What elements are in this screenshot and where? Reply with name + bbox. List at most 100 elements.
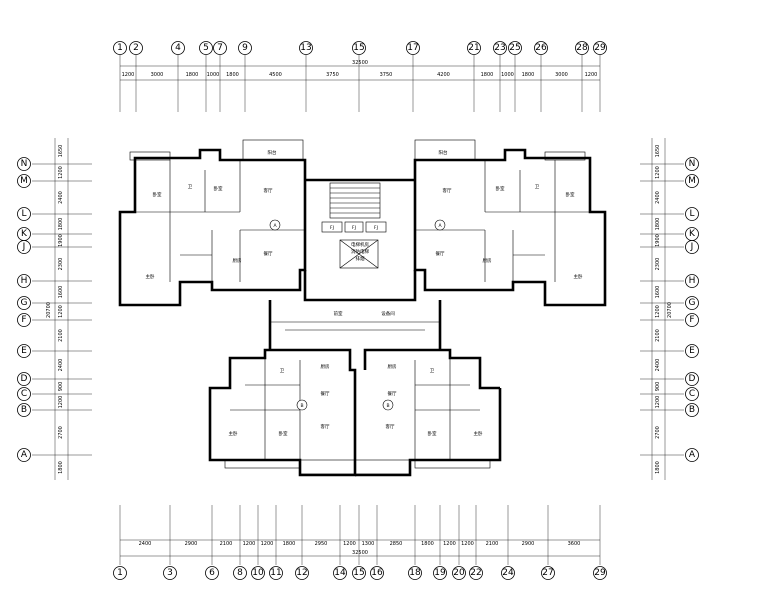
right-dimension: 2100 bbox=[655, 329, 661, 342]
core-note-fj-2: FJ bbox=[352, 225, 356, 231]
left-dimension: 1600 bbox=[58, 286, 64, 299]
axis-bubble-top: 2 bbox=[129, 41, 143, 55]
axis-label: 19 bbox=[434, 568, 446, 578]
axis-label: 13 bbox=[300, 43, 311, 53]
room-bedroom-ll: 卧室 bbox=[279, 430, 288, 437]
axis-bubble-right: C bbox=[685, 387, 699, 401]
room-bedroom-ur: 卧室 bbox=[566, 191, 575, 198]
axis-label: L bbox=[21, 209, 26, 219]
axis-bubble-top: 17 bbox=[406, 41, 420, 55]
axis-label: K bbox=[21, 229, 28, 239]
interior-partitions bbox=[129, 139, 590, 475]
axis-label: J bbox=[690, 242, 694, 252]
axis-label: N bbox=[21, 159, 28, 169]
room-master-ul: 主卧 bbox=[146, 273, 155, 280]
room-balcony-ul: 阳台 bbox=[268, 149, 277, 156]
left-dimension: 1200 bbox=[58, 305, 64, 318]
right-dimension: 1200 bbox=[655, 396, 661, 409]
room-labels: 客厅 卧室 卧室 主卧 厨房 卫 餐厅 阳台 客厅 卧室 卧室 主卧 厨房 卫 … bbox=[146, 149, 583, 437]
axis-label: 25 bbox=[509, 43, 520, 53]
right-total-dimension: 20700 bbox=[667, 302, 673, 318]
axis-bubble-bottom: 14 bbox=[333, 566, 347, 580]
axis-bubble-right: B bbox=[685, 403, 699, 417]
room-balcony-ur: 阳台 bbox=[439, 149, 448, 156]
bottom-dimension: 1800 bbox=[283, 541, 296, 547]
axis-label: A bbox=[21, 450, 28, 460]
top-dimension: 1200 bbox=[122, 72, 135, 78]
room-master-ur: 主卧 bbox=[574, 273, 583, 280]
axis-bubble-left: J bbox=[17, 240, 31, 254]
room-bath-ll: 卫 bbox=[280, 368, 285, 374]
axis-bubble-bottom: 8 bbox=[233, 566, 247, 580]
right-dimension: 1650 bbox=[655, 145, 661, 158]
core-notes: 电梯机房 消防电梯 排烟 FJ FJ FJ bbox=[330, 225, 378, 262]
axis-label: H bbox=[689, 276, 696, 286]
left-dimension: 1200 bbox=[58, 166, 64, 179]
bottom-dimension: 1200 bbox=[443, 541, 456, 547]
left-dimension: 1800 bbox=[58, 218, 64, 231]
axis-bubble-bottom: 12 bbox=[295, 566, 309, 580]
axis-bubble-right: A bbox=[685, 448, 699, 462]
core-note-2: 消防电梯 bbox=[351, 248, 369, 255]
room-living-lr: 客厅 bbox=[386, 423, 395, 430]
room-bedroom-lr: 卧室 bbox=[428, 430, 437, 437]
axis-bubble-bottom: 10 bbox=[251, 566, 265, 580]
right-dimension: 1800 bbox=[655, 218, 661, 231]
axis-label: K bbox=[689, 229, 696, 239]
top-dimension: 4200 bbox=[437, 72, 450, 78]
axis-bubble-bottom: 29 bbox=[593, 566, 607, 580]
axis-label: C bbox=[21, 389, 27, 399]
room-bedroom-ul: 卧室 bbox=[153, 191, 162, 198]
top-dimension: 3750 bbox=[326, 72, 339, 78]
axis-bubble-right: K bbox=[685, 227, 699, 241]
axis-label: 28 bbox=[576, 43, 588, 53]
left-dimension: 1650 bbox=[58, 145, 64, 158]
axis-label: 29 bbox=[594, 43, 606, 53]
room-living-ur: 客厅 bbox=[443, 187, 452, 194]
axis-bubble-bottom: 24 bbox=[501, 566, 515, 580]
axis-bubble-left: H bbox=[17, 274, 31, 288]
unit-label-2: A bbox=[438, 223, 442, 229]
axis-label: 10 bbox=[252, 568, 264, 578]
axis-bubble-top: 21 bbox=[467, 41, 481, 55]
top-dimension: 1800 bbox=[481, 72, 494, 78]
right-dimension: 2300 bbox=[655, 258, 661, 271]
axis-bubble-left: K bbox=[17, 227, 31, 241]
axis-label: 1 bbox=[117, 568, 123, 578]
axis-label: 3 bbox=[167, 568, 173, 578]
axis-bubble-top: 5 bbox=[199, 41, 213, 55]
bottom-dimension: 2900 bbox=[185, 541, 198, 547]
top-dimension: 1800 bbox=[522, 72, 535, 78]
axis-label: 2 bbox=[133, 43, 139, 53]
bottom-dimension: 1200 bbox=[243, 541, 256, 547]
axis-bubble-left: N bbox=[17, 157, 31, 171]
axis-bubble-top: 4 bbox=[171, 41, 185, 55]
axis-label: D bbox=[21, 374, 28, 384]
top-dimension: 1800 bbox=[226, 72, 239, 78]
bottom-dimension: 1200 bbox=[461, 541, 474, 547]
axis-bubble-right: D bbox=[685, 372, 699, 386]
axis-grid-lines bbox=[32, 55, 684, 565]
room-dining-ll: 餐厅 bbox=[321, 390, 330, 397]
top-dimension: 3000 bbox=[151, 72, 164, 78]
axis-label: E bbox=[21, 346, 27, 356]
left-dimension: 2100 bbox=[58, 329, 64, 342]
axis-bubble-top: 1 bbox=[113, 41, 127, 55]
room-master-ll: 主卧 bbox=[229, 430, 238, 437]
room-kitchen-ll: 厨房 bbox=[321, 363, 330, 370]
axis-bubble-top: 13 bbox=[299, 41, 313, 55]
room-living-ul: 客厅 bbox=[264, 187, 273, 194]
axis-label: 21 bbox=[468, 43, 479, 53]
axis-bubble-right: M bbox=[685, 174, 699, 188]
axis-label: 8 bbox=[237, 568, 243, 578]
left-dimension: 900 bbox=[58, 382, 64, 392]
left-dimension: 1200 bbox=[58, 396, 64, 409]
room-dining-ur: 餐厅 bbox=[436, 250, 445, 257]
bottom-dimension: 2100 bbox=[220, 541, 233, 547]
right-dimension: 2400 bbox=[655, 359, 661, 372]
axis-label: 4 bbox=[175, 43, 181, 53]
